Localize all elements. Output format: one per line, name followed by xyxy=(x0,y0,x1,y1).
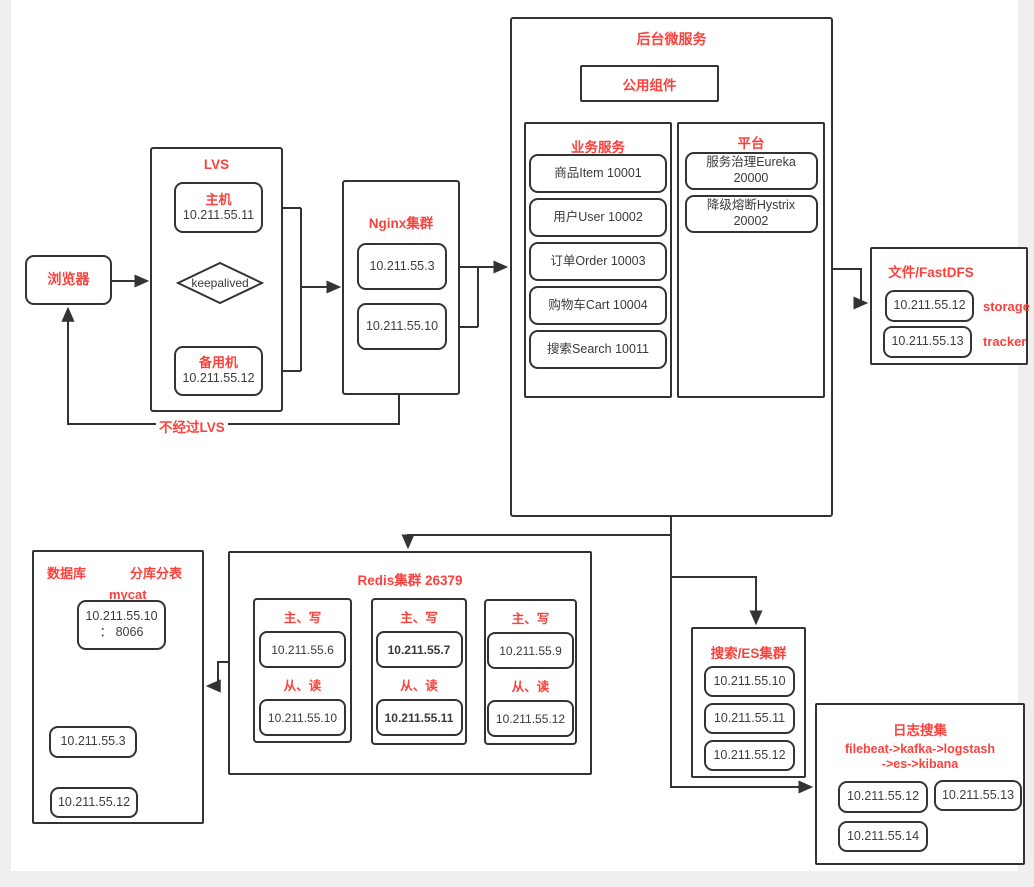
db-node-1: 10.211.55.3 xyxy=(49,726,137,758)
fastdfs-node-1-ip: 10.211.55.12 xyxy=(893,298,966,313)
service-item: 用户User 10002 xyxy=(529,198,667,237)
service-item-label: 搜索Search 10011 xyxy=(547,342,649,356)
bypass-lvs-label: 不经过LVS xyxy=(156,416,228,436)
redis-title: Redis集群 26379 xyxy=(357,573,463,588)
keepalived-label: keepalived xyxy=(191,276,249,290)
fastdfs-node-2-role: tracker xyxy=(983,334,1027,349)
database-group: 数据库 分库分表 mycat xyxy=(32,550,204,824)
redis-ip: 10.211.55.7 xyxy=(387,642,451,657)
redis-slave-label: 从、读 xyxy=(283,679,322,693)
logs-pipeline-line2: ->es->kibana xyxy=(881,757,959,771)
nginx-node-1-ip: 10.211.55.3 xyxy=(369,258,435,273)
lvs-master-node: 主机 10.211.55.11 xyxy=(174,182,263,233)
es-node-1: 10.211.55.10 xyxy=(704,666,795,697)
redis-master-label: 主、写 xyxy=(511,612,550,626)
fastdfs-node-1: 10.211.55.12 xyxy=(885,290,974,322)
lvs-title: LVS xyxy=(203,157,230,172)
backend-title: 后台微服务 xyxy=(636,31,707,47)
es-node-2: 10.211.55.11 xyxy=(704,703,795,734)
log-node-3-ip: 10.211.55.14 xyxy=(846,828,920,843)
mycat-label: mycat xyxy=(109,587,147,602)
redis-shard-3: 主、写 10.211.55.9 从、读 10.211.55.12 xyxy=(484,599,577,745)
lvs-master-label: 主机 xyxy=(205,191,232,207)
db-node-1-ip: 10.211.55.3 xyxy=(60,734,126,749)
fastdfs-node-2-ip: 10.211.55.13 xyxy=(891,334,964,349)
lvs-backup-label: 备用机 xyxy=(198,355,238,371)
es-node-2-ip: 10.211.55.11 xyxy=(713,710,786,725)
redis-ip: 10.211.55.9 xyxy=(499,643,562,658)
business-services-group: 业务服务 商品Item 10001 用户User 10002 订单Order 1… xyxy=(524,122,672,398)
nginx-node-2-ip: 10.211.55.10 xyxy=(365,318,439,333)
es-title: 搜索/ES集群 xyxy=(710,646,787,661)
logs-pipeline-line1: filebeat->kafka->logstash xyxy=(844,742,996,756)
browser-label: 浏览器 xyxy=(47,271,90,288)
db-node-2-ip: 10.211.55.12 xyxy=(57,794,131,809)
redis-master-label: 主、写 xyxy=(400,611,438,625)
redis-shard-1-master: 10.211.55.6 xyxy=(259,631,346,668)
fastdfs-title: 文件/FastDFS xyxy=(888,265,974,280)
nginx-node-1: 10.211.55.3 xyxy=(357,243,447,290)
redis-shard-1: 主、写 10.211.55.6 从、读 10.211.55.10 xyxy=(253,598,352,743)
nginx-node-2: 10.211.55.10 xyxy=(357,303,447,350)
log-node-2-ip: 10.211.55.13 xyxy=(941,787,1015,802)
fastdfs-node-1-role: storage xyxy=(983,299,1030,314)
redis-ip: 10.211.55.10 xyxy=(267,710,338,725)
es-node-1-ip: 10.211.55.10 xyxy=(713,673,786,688)
common-components-box: 公用组件 xyxy=(580,65,719,102)
logs-title: 日志搜集 xyxy=(893,723,947,738)
redis-ip: 10.211.55.11 xyxy=(384,710,454,725)
db-node-2: 10.211.55.12 xyxy=(50,787,138,818)
sharding-title: 分库分表 xyxy=(130,566,183,581)
service-item-label: 订单Order 10003 xyxy=(550,254,646,268)
browser-node: 浏览器 xyxy=(25,255,112,305)
mycat-port: ： 8066 xyxy=(99,625,144,639)
common-components-label: 公用组件 xyxy=(622,77,677,93)
lvs-master-ip: 10.211.55.11 xyxy=(182,207,255,222)
service-item: 商品Item 10001 xyxy=(529,154,667,193)
service-item-label: 用户User 10002 xyxy=(553,210,643,224)
keepalived-diamond: keepalived xyxy=(175,261,265,305)
service-item-label: 购物车Cart 10004 xyxy=(548,298,648,312)
redis-shard-1-slave: 10.211.55.10 xyxy=(259,699,346,736)
es-node-3-ip: 10.211.55.12 xyxy=(713,747,786,762)
es-node-3: 10.211.55.12 xyxy=(704,740,795,771)
lvs-backup-node: 备用机 10.211.55.12 xyxy=(174,346,263,396)
log-node-2: 10.211.55.13 xyxy=(934,780,1022,811)
redis-slave-label: 从、读 xyxy=(511,680,550,694)
redis-ip: 10.211.55.6 xyxy=(271,642,334,657)
redis-master-label: 主、写 xyxy=(283,611,322,625)
nginx-title: Nginx集群 xyxy=(368,216,434,231)
service-item: 订单Order 10003 xyxy=(529,242,667,281)
redis-shard-3-slave: 10.211.55.12 xyxy=(487,700,574,737)
service-item-label: 商品Item 10001 xyxy=(554,166,642,180)
lvs-backup-ip: 10.211.55.12 xyxy=(182,371,255,386)
service-item: 购物车Cart 10004 xyxy=(529,286,667,325)
log-node-1-ip: 10.211.55.12 xyxy=(846,789,920,804)
redis-shard-3-master: 10.211.55.9 xyxy=(487,632,574,669)
platform-item: 服务治理Eureka 20000 xyxy=(684,152,818,190)
platform-item-label: 服务治理Eureka 20000 xyxy=(706,155,796,185)
database-title: 数据库 xyxy=(47,566,87,581)
redis-shard-2: 主、写 10.211.55.7 从、读 10.211.55.11 xyxy=(371,598,467,745)
redis-shard-2-slave: 10.211.55.11 xyxy=(375,699,463,736)
mycat-node: 10.211.55.10 ： 8066 xyxy=(77,600,166,650)
redis-ip: 10.211.55.12 xyxy=(495,711,566,726)
log-node-3: 10.211.55.14 xyxy=(838,821,928,852)
log-node-1: 10.211.55.12 xyxy=(838,781,928,813)
platform-group: 平台 服务治理Eureka 20000 降级熔断Hystrix 20002 xyxy=(677,122,825,398)
platform-title: 平台 xyxy=(737,136,765,151)
business-services-title: 业务服务 xyxy=(571,140,625,155)
mycat-ip: 10.211.55.10 xyxy=(85,609,158,624)
platform-item: 降级熔断Hystrix 20002 xyxy=(684,195,818,233)
platform-item-label: 降级熔断Hystrix 20002 xyxy=(706,198,796,228)
redis-shard-2-master: 10.211.55.7 xyxy=(375,631,463,668)
fastdfs-node-2: 10.211.55.13 xyxy=(883,326,972,358)
redis-slave-label: 从、读 xyxy=(400,679,438,693)
service-item: 搜索Search 10011 xyxy=(529,330,667,369)
